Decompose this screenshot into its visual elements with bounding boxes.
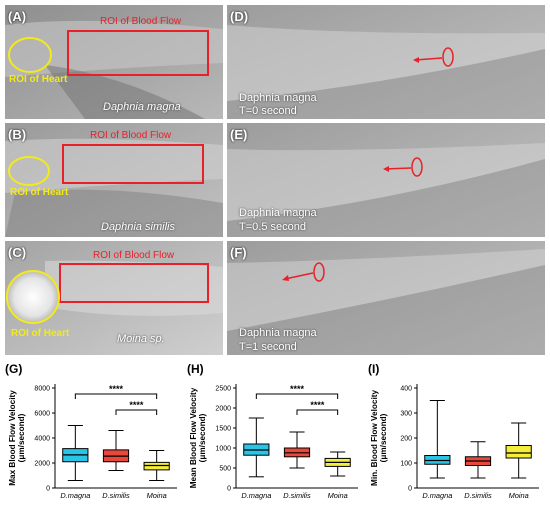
flow-arrow — [284, 272, 314, 280]
y-tick-label: 6000 — [34, 411, 50, 418]
panel-c: (C) ROI of Blood Flow ROI of Heart Moina… — [5, 241, 223, 355]
y-axis-label-unit: (μm/second) — [379, 413, 388, 462]
roi-heart-label: ROI of Heart — [10, 187, 69, 198]
panel-d-image — [227, 5, 545, 119]
panel-letter: (B) — [8, 127, 27, 142]
species-label: Daphnia magna — [239, 327, 317, 339]
y-tick-label: 2000 — [215, 406, 231, 413]
y-tick-label: 100 — [400, 461, 412, 468]
time-label: T=1 second — [239, 341, 297, 353]
x-category-label: Moina — [147, 491, 167, 500]
x-category-label: D.similis — [102, 491, 130, 500]
y-tick-label: 300 — [400, 411, 412, 418]
roi-blood-box — [59, 263, 209, 303]
y-axis-label-line: Mean Blood Flow Velocity — [189, 387, 198, 488]
arrow-head — [413, 57, 419, 63]
roi-heart-label: ROI of Heart — [9, 74, 68, 85]
arrow-head — [383, 166, 389, 172]
cell-marker — [411, 157, 423, 177]
y-tick-label: 4000 — [34, 436, 50, 443]
cell-marker — [442, 47, 454, 67]
significance-bracket — [115, 409, 158, 415]
chart-i-min-velocity: Min. Blood Flow Velocity(μm/second) 0 100 2… — [370, 384, 539, 500]
roi-heart-ellipse — [8, 156, 50, 186]
significance-bracket — [255, 393, 339, 399]
panel-e-image — [227, 123, 545, 237]
y-axis-label: Mean Blood Flow Velocity(μm/second) — [189, 387, 207, 488]
species-label: Daphnia magna — [239, 207, 317, 219]
x-category-label: D.similis — [283, 491, 311, 500]
panel-f-image — [227, 241, 545, 355]
panel-letter: (E) — [230, 127, 248, 142]
y-axis-label-unit: (μm/second) — [198, 413, 207, 462]
box-d-magna — [424, 455, 451, 465]
panel-e: (E) Daphnia magna T=0.5 second — [227, 123, 545, 237]
y-tick-label: 1000 — [215, 446, 231, 453]
roi-blood-label: ROI of Blood Flow — [93, 250, 175, 261]
x-category-label: D.magna — [241, 491, 271, 500]
panel-b-image — [5, 123, 223, 237]
panel-letter: (C) — [8, 245, 27, 260]
time-label: T=0 second — [239, 105, 297, 117]
panel-letter: (A) — [8, 9, 27, 24]
panel-letter: (D) — [230, 9, 249, 24]
y-tick-label: 1500 — [215, 426, 231, 433]
x-category-label: Moina — [509, 491, 529, 500]
x-category-label: Moina — [328, 491, 348, 500]
x-category-label: D.magna — [422, 491, 452, 500]
y-tick-label: 8000 — [34, 386, 50, 393]
roi-blood-label: ROI of Blood Flow — [90, 130, 172, 141]
panel-f: (F) Daphnia magna T=1 second — [227, 241, 545, 355]
significance-bracket — [296, 409, 339, 415]
significance-label: **** — [109, 384, 124, 394]
y-axis-label: Min. Blood Flow Velocity(μm/second) — [370, 390, 388, 486]
y-tick-label: 200 — [400, 436, 412, 443]
chart-i-label: (I) — [368, 362, 380, 376]
y-tick-label: 400 — [400, 386, 412, 393]
panel-a-image — [5, 5, 223, 119]
chart-g-label: (G) — [5, 362, 23, 376]
roi-heart-ellipse — [8, 37, 52, 73]
roi-heart-ellipse — [6, 270, 60, 324]
y-tick-label: 500 — [219, 466, 231, 473]
y-tick-label: 0 — [46, 486, 50, 493]
panel-letter: (F) — [230, 245, 247, 260]
flow-arrow — [414, 57, 443, 61]
y-tick-label: 0 — [227, 486, 231, 493]
significance-label: **** — [310, 400, 325, 410]
y-axis-label: Max Blood Flow Velocity(μm/second) — [8, 390, 26, 486]
significance-bracket — [74, 393, 158, 399]
roi-blood-box — [62, 144, 204, 184]
cell-marker — [313, 262, 325, 282]
box-moina — [505, 445, 532, 459]
panel-a: (A) ROI of Blood Flow ROI of Heart Daphn… — [5, 5, 223, 119]
significance-label: **** — [129, 400, 144, 410]
box-moina — [143, 461, 170, 471]
panel-d: (D) Daphnia magna T=0 second — [227, 5, 545, 119]
chart-h-label: (H) — [187, 362, 204, 376]
roi-heart-label: ROI of Heart — [11, 328, 70, 339]
chart-h-mean-velocity: Mean Blood Flow Velocity(μm/second) 0 500 1… — [189, 384, 358, 500]
panel-c-image — [5, 241, 223, 355]
chart-g-max-velocity: Max Blood Flow Velocity(μm/second) 0 2000 4… — [8, 384, 177, 500]
time-label: T=0.5 second — [239, 221, 306, 233]
species-label: Daphnia magna — [239, 92, 317, 104]
y-axis-label-line: Min. Blood Flow Velocity — [370, 390, 379, 486]
panel-b: (B) ROI of Blood Flow ROI of Heart Daphn… — [5, 123, 223, 237]
species-label: Daphnia similis — [101, 221, 175, 233]
significance-label: **** — [290, 384, 305, 394]
species-label: Daphnia magna — [103, 101, 181, 113]
flow-arrow — [384, 167, 412, 170]
y-tick-label: 2000 — [34, 461, 50, 468]
x-category-label: D.magna — [60, 491, 90, 500]
arrow-head — [282, 275, 289, 281]
x-category-label: D.similis — [464, 491, 492, 500]
y-tick-label: 2500 — [215, 386, 231, 393]
y-axis-label-unit: (μm/second) — [17, 413, 26, 462]
y-tick-label: 0 — [408, 486, 412, 493]
y-axis-label-line: Max Blood Flow Velocity — [8, 390, 17, 486]
species-label: Moina sp. — [117, 333, 165, 345]
roi-blood-label: ROI of Blood Flow — [100, 16, 182, 27]
roi-blood-box — [67, 30, 209, 76]
